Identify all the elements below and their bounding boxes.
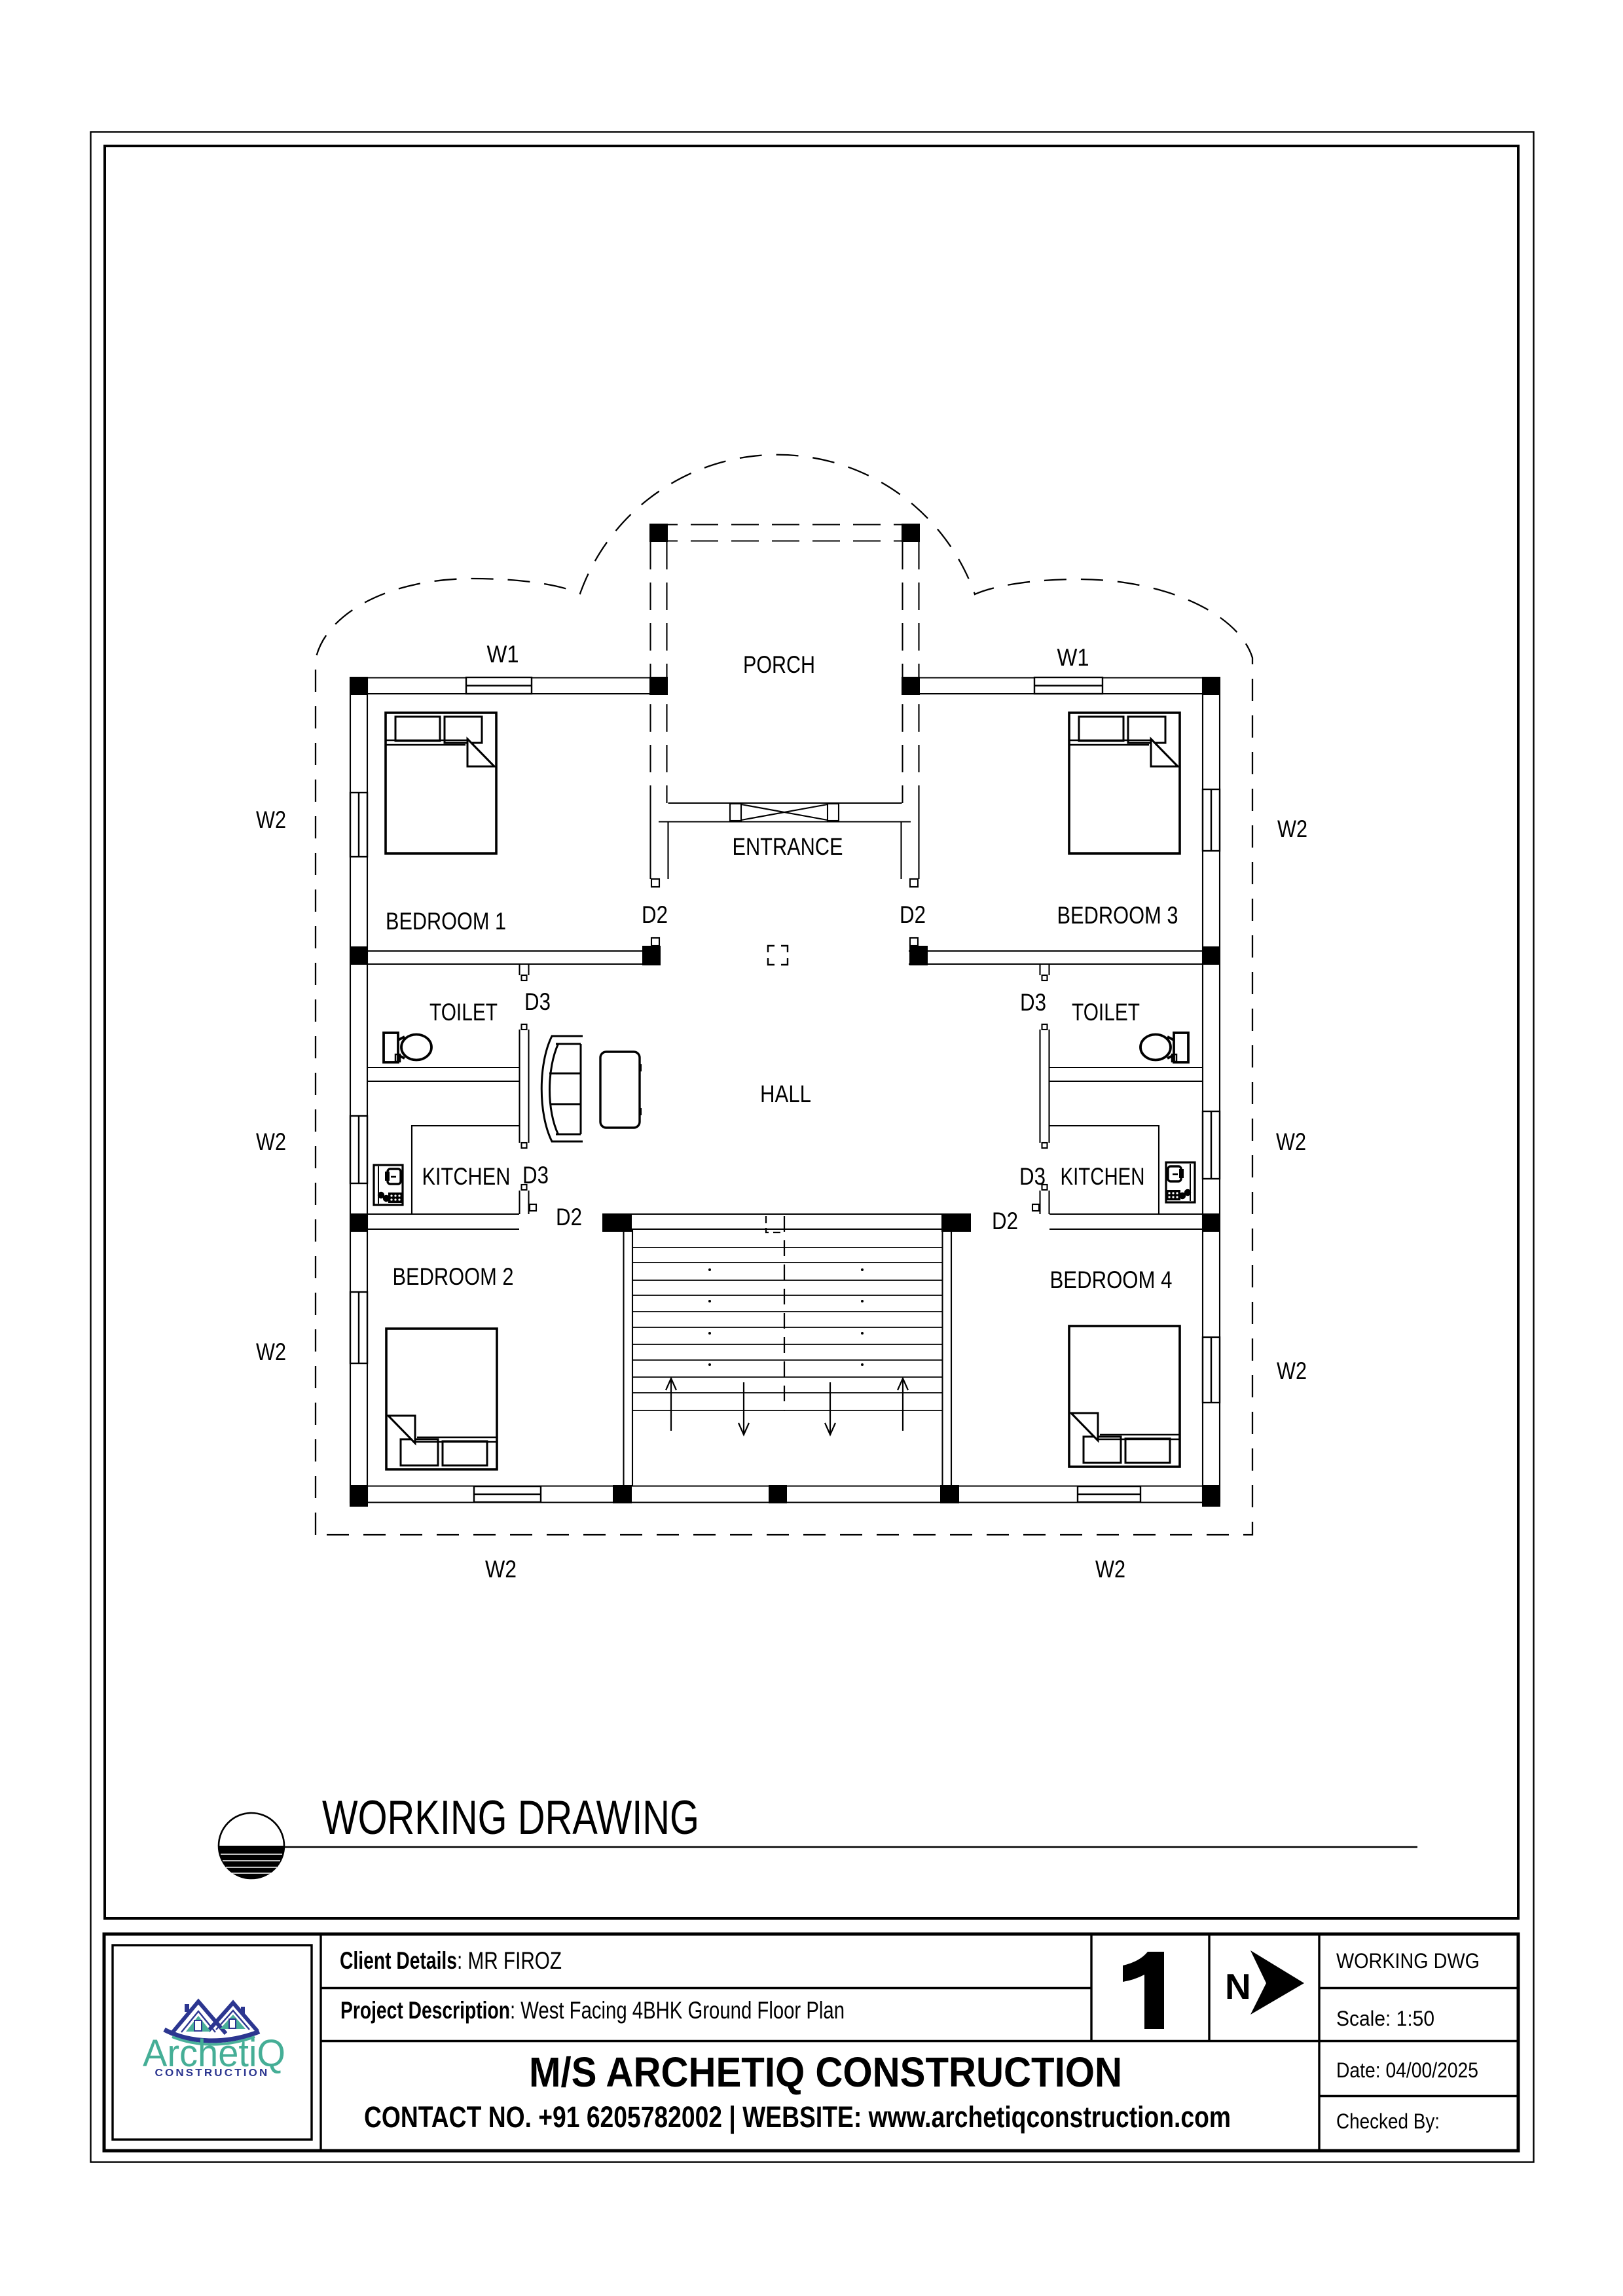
svg-text:W1: W1 [1057, 644, 1089, 671]
svg-text:BEDROOM 4: BEDROOM 4 [1050, 1266, 1173, 1293]
svg-text:TOILET: TOILET [429, 999, 498, 1026]
svg-text:: MR FIROZ: : MR FIROZ [457, 1947, 562, 1974]
svg-text:KITCHEN: KITCHEN [422, 1163, 511, 1190]
svg-text:Date: 04/00/2025: Date: 04/00/2025 [1336, 2058, 1478, 2082]
svg-text:WORKING DRAWING: WORKING DRAWING [322, 1791, 699, 1844]
svg-text:M/S ARCHETIQ CONSTRUCTION: M/S ARCHETIQ CONSTRUCTION [529, 2049, 1122, 2096]
svg-text:CONSTRUCTION: CONSTRUCTION [155, 2068, 270, 2079]
svg-text:Project Description: Project Description [340, 1997, 510, 2024]
svg-text:W2: W2 [1277, 1357, 1307, 1384]
svg-text:TOILET: TOILET [1072, 999, 1140, 1026]
svg-text:BEDROOM 3: BEDROOM 3 [1057, 902, 1178, 929]
svg-text:D2: D2 [556, 1204, 582, 1230]
svg-text:WORKING DWG: WORKING DWG [1336, 1949, 1480, 1973]
svg-text:W1: W1 [487, 641, 519, 668]
svg-text:D3: D3 [524, 988, 551, 1015]
svg-text:: West Facing 4BHK Ground Floo: : West Facing 4BHK Ground Floor Plan [510, 1997, 845, 2024]
svg-text:W2: W2 [1095, 1556, 1125, 1583]
svg-text:CONTACT NO. +91 6205782002 | W: CONTACT NO. +91 6205782002 | WEBSITE: ww… [364, 2100, 1231, 2134]
svg-text:PORCH: PORCH [743, 651, 815, 678]
svg-text:D3: D3 [522, 1162, 549, 1189]
svg-text:D2: D2 [992, 1208, 1018, 1234]
svg-text:W2: W2 [1277, 816, 1307, 842]
svg-text:W2: W2 [256, 806, 286, 833]
svg-text:W2: W2 [256, 1128, 286, 1155]
svg-text:Scale: 1:50: Scale: 1:50 [1336, 2007, 1434, 2030]
svg-text:BEDROOM 2: BEDROOM 2 [393, 1263, 514, 1290]
svg-text:HALL: HALL [760, 1081, 811, 1107]
svg-text:W2: W2 [485, 1556, 517, 1583]
svg-text:Checked By:: Checked By: [1336, 2109, 1440, 2133]
svg-text:BEDROOM 1: BEDROOM 1 [386, 908, 506, 935]
svg-text:D2: D2 [900, 901, 926, 928]
svg-text:W2: W2 [1276, 1128, 1306, 1155]
svg-text:ENTRANCE: ENTRANCE [733, 833, 843, 860]
svg-text:D3: D3 [1019, 1163, 1046, 1190]
svg-text:D2: D2 [642, 901, 668, 928]
svg-text:Client Details: Client Details [340, 1947, 457, 1974]
svg-text:D3: D3 [1020, 989, 1046, 1016]
svg-text:ArchetiQ: ArchetiQ [143, 2032, 285, 2075]
svg-text:KITCHEN: KITCHEN [1061, 1163, 1145, 1190]
svg-text:N: N [1225, 1966, 1251, 2007]
svg-text:W2: W2 [256, 1338, 286, 1365]
